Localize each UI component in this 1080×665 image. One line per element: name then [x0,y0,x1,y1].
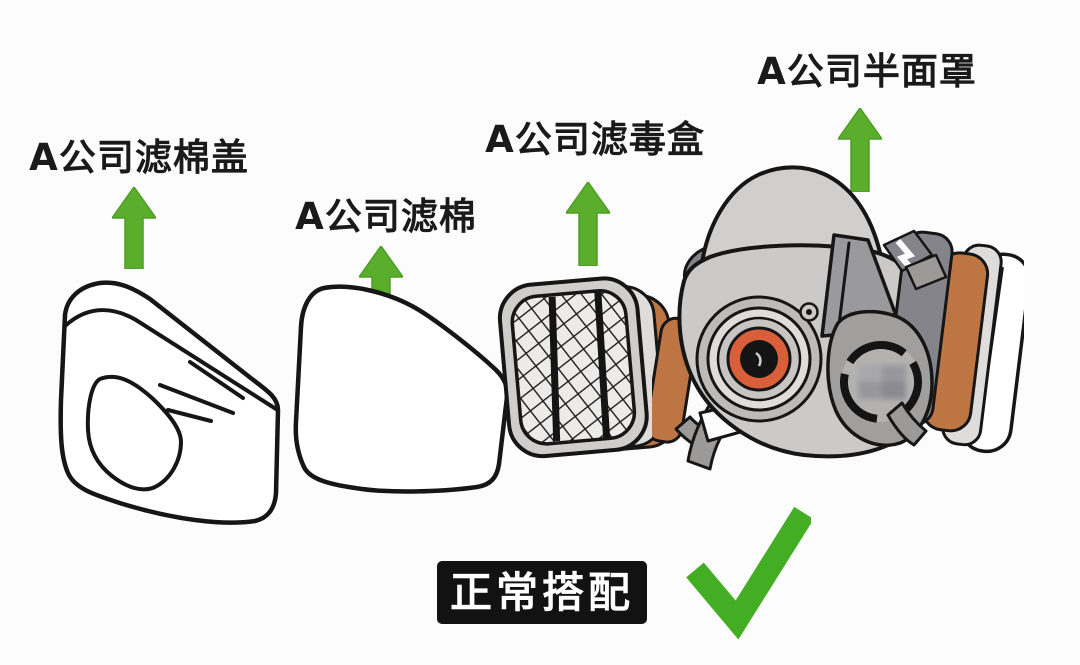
cover-inner-opening [85,374,183,492]
label-filter-cover: A公司滤棉盖 [29,136,249,179]
cartridge-mesh-pattern [512,290,635,444]
lower-right-strap [886,401,928,447]
screw-dot [806,309,812,315]
cartridge-grid-bars [548,291,611,442]
filter-cover-illustration [58,280,281,525]
label-half-mask: A公司半面罩 [757,50,977,93]
half-mask-illustration [652,165,1024,471]
cartridge-illustration [497,276,679,459]
up-arrow-icon [566,182,610,266]
filter-cotton-illustration [293,284,510,494]
label-cartridge: A公司滤毒盒 [485,118,705,161]
cover-hatch-lines [158,360,245,423]
verdict-text: 正常搭配 [449,567,634,617]
up-arrow-icon [112,187,156,269]
valve-highlight [755,351,762,367]
nose-crease [836,241,851,335]
cotton-outline [293,284,510,494]
up-arrow-icon [359,246,403,328]
cover-bevel-line [63,308,278,411]
upper-right-strap-anchor [904,253,948,291]
verdict-box: 正常搭配 [437,561,647,624]
up-arrow-icon [838,108,882,192]
blurred-logo-patch [858,365,906,399]
checkmark-icon [686,506,811,640]
label-filter-cotton: A公司滤棉 [295,195,477,238]
